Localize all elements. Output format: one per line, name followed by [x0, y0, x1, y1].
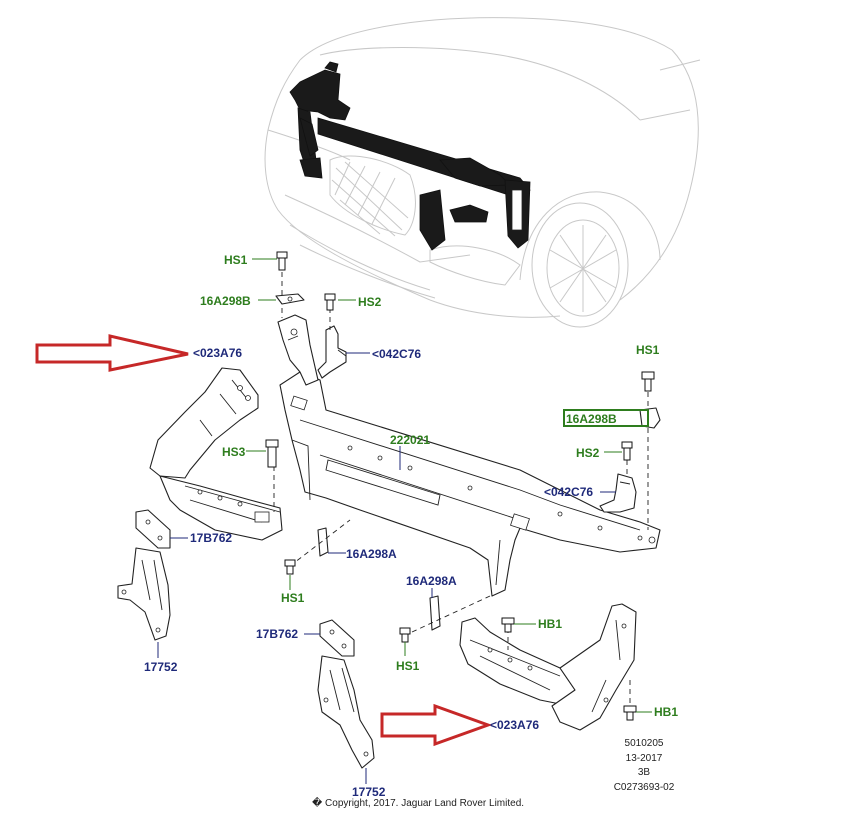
fastener-hb1-upper: [501, 617, 515, 633]
right-lower-support-023a76: [459, 603, 637, 731]
label-hb1-lower: HB1: [654, 705, 678, 719]
diagram-revision: 3B: [638, 767, 651, 778]
diagram-reference: C0273693-02: [614, 782, 675, 793]
label-hs1-right: HS1: [636, 343, 660, 357]
callout-leader-lines: [157, 258, 652, 784]
left-upper-support-023a76: [149, 367, 283, 541]
label-17752-bottom: 17752: [352, 785, 386, 799]
diagram-date: 13-2017: [626, 753, 663, 764]
fastener-hs1-top: [276, 251, 288, 271]
label-17752-left: 17752: [144, 660, 178, 674]
plate-17b762-mid: [319, 619, 355, 657]
label-042c76-top: <042C76: [372, 347, 421, 361]
fastener-hb1-lower: [623, 705, 637, 721]
red-arrow-bottom: [380, 703, 493, 747]
highlight-box-16a298b: [563, 409, 649, 427]
left-upper-bracket: [277, 314, 319, 386]
front-end-carrier-in-vehicle: [289, 61, 531, 251]
label-hs3: HS3: [222, 445, 246, 459]
label-hs2-top: HS2: [358, 295, 382, 309]
fastener-hs2-top: [324, 293, 336, 311]
label-042c76-right: <042C76: [544, 485, 593, 499]
label-023a76-top: <023A76: [193, 346, 242, 360]
label-222021: 222021: [390, 433, 430, 447]
copyright-notice: � Copyright, 2017. Jaguar Land Rover Lim…: [312, 796, 524, 809]
plate-16a298a-left: [317, 527, 329, 557]
label-17b762-mid: 17B762: [256, 627, 298, 641]
plate-17b762-left: [135, 509, 171, 549]
label-hs1-lower: HS1: [396, 659, 420, 673]
bracket-17752-left: [117, 547, 171, 641]
label-hs1-top: HS1: [224, 253, 248, 267]
fastener-hs1-lower: [399, 627, 411, 643]
diagram-code: 5010205: [625, 738, 664, 749]
label-16a298a-right: 16A298A: [406, 574, 457, 588]
label-hs2-right: HS2: [576, 446, 600, 460]
bracket-042c76-top: [317, 325, 347, 379]
label-hs1-mid: HS1: [281, 591, 305, 605]
washer-16a298b-left: [275, 293, 305, 305]
label-16a298b-left: 16A298B: [200, 294, 251, 308]
red-arrow-top: [35, 334, 189, 372]
label-023a76-bottom: <023A76: [490, 718, 539, 732]
fastener-hs3: [265, 439, 279, 468]
fastener-hs1-right: [641, 371, 655, 392]
label-16a298a-left: 16A298A: [346, 547, 397, 561]
bracket-042c76-right: [599, 473, 637, 513]
bracket-17752-bottom: [317, 655, 375, 769]
fastener-hs2-right: [621, 441, 633, 461]
washer-16a298b-right: [639, 407, 661, 429]
plate-16a298a-right: [429, 595, 441, 631]
vehicle-front-outline: [264, 17, 701, 328]
label-hb1-upper: HB1: [538, 617, 562, 631]
label-17b762-left: 17B762: [190, 531, 232, 545]
label-16a298b-right: 16A298B: [566, 412, 617, 426]
carrier-crossmember-222021: [279, 371, 661, 597]
fastener-hs1-mid: [284, 559, 296, 575]
